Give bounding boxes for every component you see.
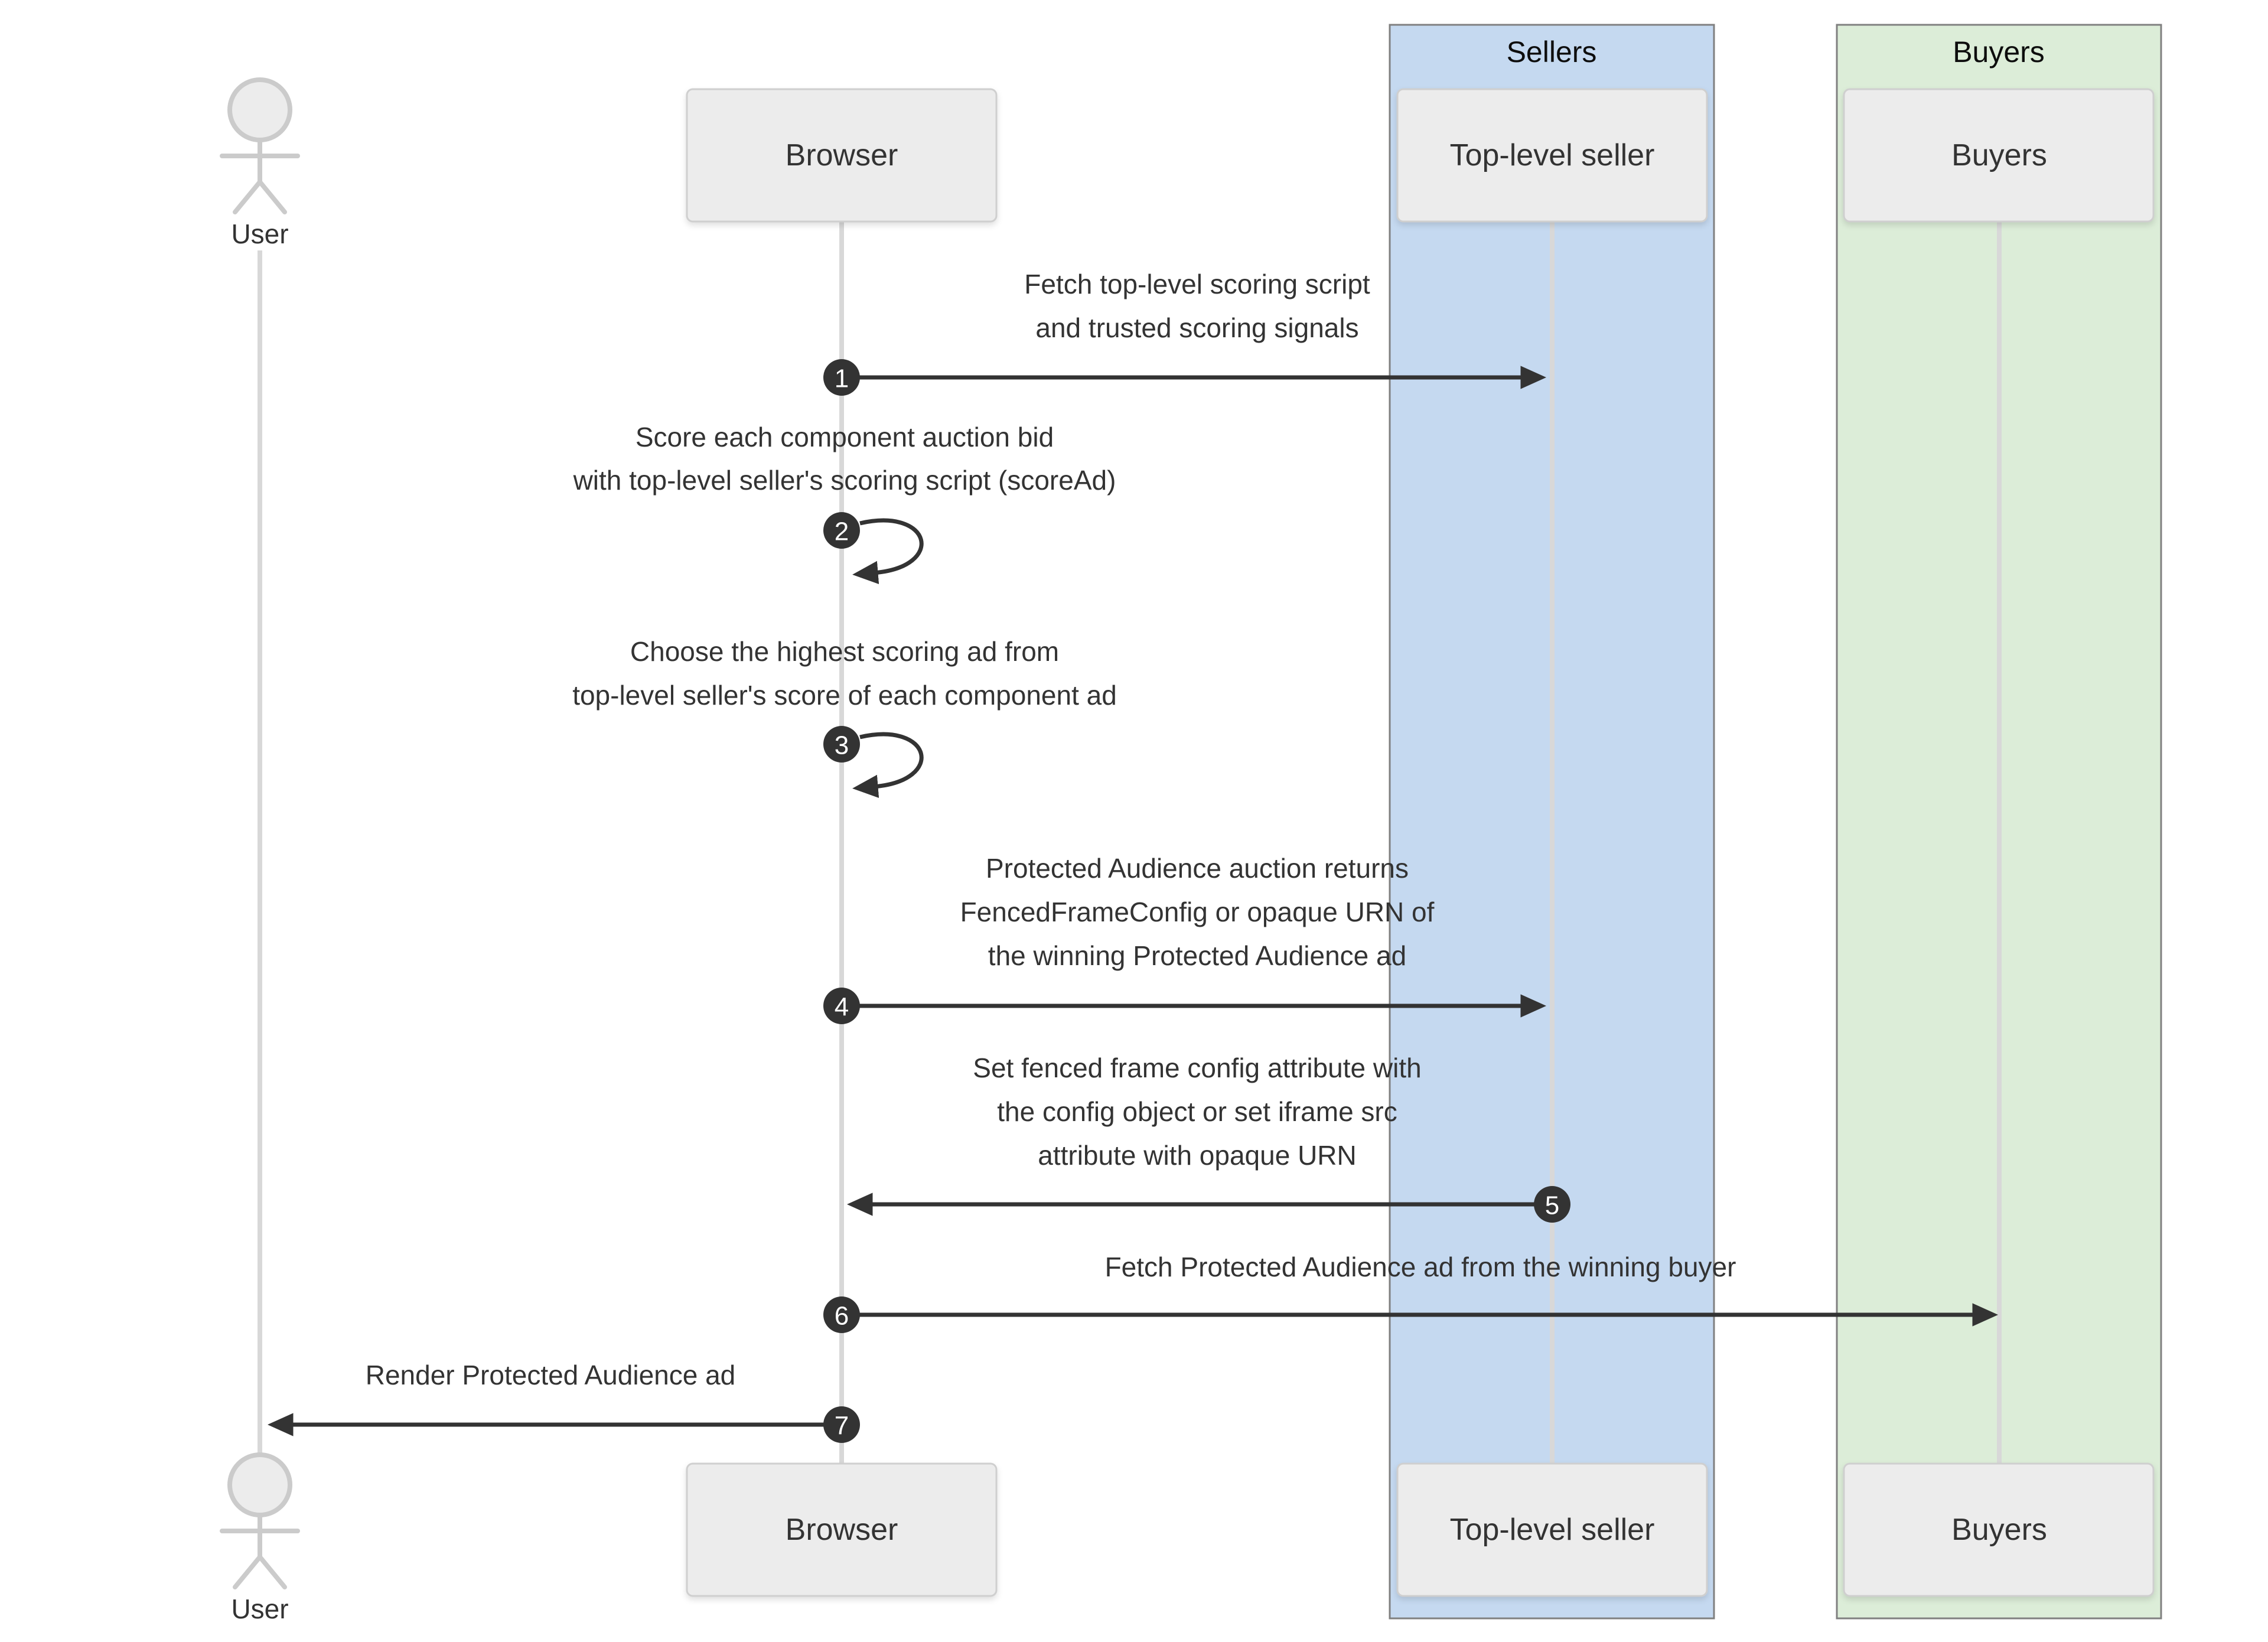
message-4: Protected Audience auction returns Fence… [823,853,1547,1024]
user-actor-legs [233,178,287,214]
message-1-number-badge [823,359,860,396]
message-2-self-arrow [852,518,924,585]
message-7: Render Protected Audience ad 7 [267,1360,860,1443]
user-actor-legs [233,1553,287,1589]
message-2-number: 2 [835,517,849,546]
message-1-number: 1 [835,364,849,393]
message-1-text-line-2: and trusted scoring signals [1035,312,1358,343]
participant-boxes-bottom: Browser Top-level seller Buyers [686,1462,2155,1597]
message-4-number-badge [823,988,860,1024]
browser-label-top: Browser [786,138,898,172]
buyers-band-label: Buyers [1953,35,2045,69]
buyers-label-bottom: Buyers [1951,1513,2047,1547]
seller-label-bottom: Top-level seller [1450,1513,1655,1547]
message-6-text-line-1: Fetch Protected Audience ad from the win… [1105,1252,1736,1282]
message-3-text-line-2: top-level seller's score of each compone… [572,680,1117,711]
buyers-box-bottom [1843,1462,2155,1597]
message-5-number: 5 [1545,1191,1559,1220]
message-7-number-badge [823,1406,860,1443]
message-5: Set fenced frame config attribute with t… [846,1053,1570,1223]
message-3-number: 3 [835,731,849,760]
message-2-number-badge [823,512,860,549]
browser-box-top [686,88,998,223]
message-6-number: 6 [835,1302,849,1331]
user-actor-bottom: User [220,1452,300,1624]
message-1: Fetch top-level scoring script and trust… [823,269,1547,396]
browser-box-bottom [686,1462,998,1597]
buyers-label-top: Buyers [1951,138,2047,172]
message-6: Fetch Protected Audience ad from the win… [823,1252,1999,1333]
sellers-band-label: Sellers [1507,35,1597,69]
browser-label-bottom: Browser [786,1513,898,1547]
message-4-text-line-2: FencedFrameConfig or opaque URN of [960,897,1435,927]
message-1-text-line-1: Fetch top-level scoring script [1024,269,1370,299]
message-7-number: 7 [835,1412,849,1441]
message-5-text-line-2: the config object or set iframe src [997,1096,1397,1127]
message-6-number-badge [823,1296,860,1333]
user-label-bottom: User [231,1594,288,1624]
message-3-number-badge [823,726,860,763]
message-2-text-line-1: Score each component auction bid [636,422,1054,452]
message-2-text-line-2: with top-level seller's scoring script (… [573,465,1116,496]
seller-label-top: Top-level seller [1450,138,1655,172]
message-5-text-line-1: Set fenced frame config attribute with [973,1053,1421,1083]
message-4-text-line-3: the winning Protected Audience ad [988,940,1406,971]
user-actor-head-icon [227,1452,292,1517]
message-3: Choose the highest scoring ad from top-l… [572,636,1117,799]
seller-box-bottom [1396,1462,1708,1597]
message-5-text-line-3: attribute with opaque URN [1038,1140,1357,1171]
message-4-text-line-1: Protected Audience auction returns [986,853,1409,884]
user-actor-top: User [220,77,300,249]
message-3-text-line-1: Choose the highest scoring ad from [630,636,1059,667]
seller-box-top [1396,88,1708,223]
message-5-number-badge [1534,1186,1570,1223]
message-2: Score each component auction bid with to… [573,422,1116,585]
message-3-self-arrow [852,732,924,799]
buyers-box-top [1843,88,2155,223]
message-4-number: 4 [835,993,849,1022]
user-label-top: User [231,219,288,249]
user-actor-head-icon [227,77,292,142]
message-7-text-line-1: Render Protected Audience ad [366,1360,736,1390]
participant-boxes-top: Browser Top-level seller Buyers [686,88,2155,223]
